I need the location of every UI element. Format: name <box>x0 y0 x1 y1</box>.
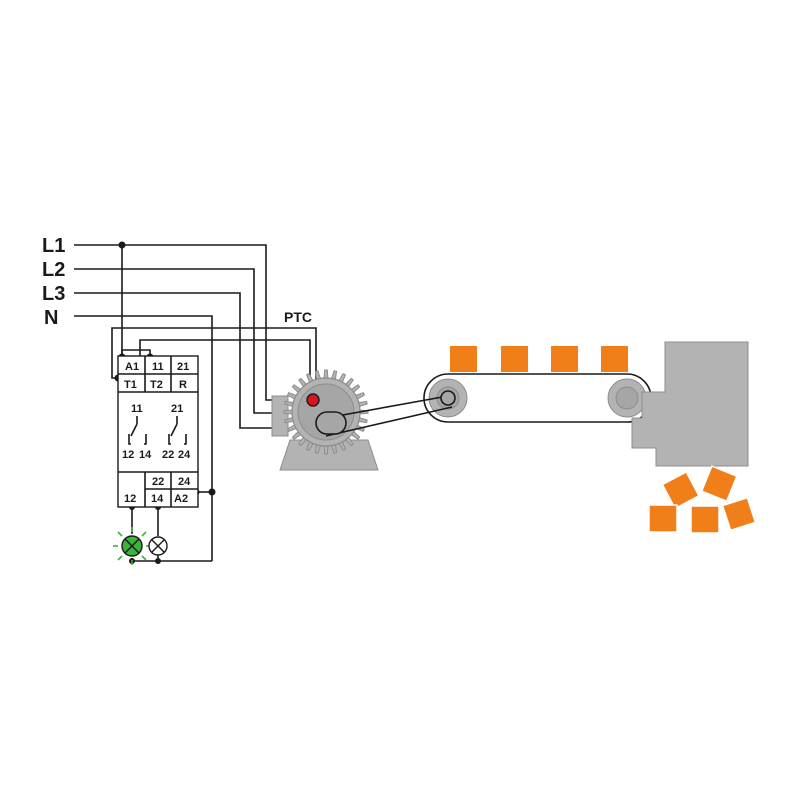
contact-24-label: 24 <box>178 449 191 461</box>
junction-dot <box>208 488 216 496</box>
bus-label-l1: L1 <box>42 235 65 257</box>
cargo-box <box>450 346 477 372</box>
ptc-label: PTC <box>284 309 312 325</box>
terminal-12-bottom: 12 <box>124 493 136 505</box>
wire-l3 <box>74 292 280 429</box>
changeover-contact-2 <box>168 416 187 445</box>
bus-label-l3: L3 <box>42 283 65 305</box>
terminal-22-bottom: 22 <box>152 476 164 488</box>
ptc-sensor-icon <box>306 393 320 407</box>
relay-housing <box>117 355 199 508</box>
cargo-box <box>721 496 757 532</box>
junction-dot <box>118 241 126 249</box>
conveyor-belt <box>315 373 652 437</box>
signal-lamp-off-icon <box>148 536 168 556</box>
terminal-14-bottom: 14 <box>151 493 164 505</box>
cargo-boxes <box>450 346 757 534</box>
wire-l2 <box>74 268 282 414</box>
cargo-box <box>501 346 528 372</box>
relay-module: A1 11 21 T1 T2 R 11 21 12 14 22 24 22 24… <box>117 355 199 508</box>
cargo-box <box>601 346 628 372</box>
junction-dot <box>155 558 161 564</box>
terminal-r: R <box>179 379 187 391</box>
terminal-t1: T1 <box>124 379 137 391</box>
contact-11-label: 11 <box>131 403 143 415</box>
contact-22-label: 22 <box>162 449 174 461</box>
cargo-box <box>551 346 578 372</box>
contact-14-label: 14 <box>139 449 152 461</box>
terminal-21-top: 21 <box>177 361 189 373</box>
changeover-contact-1 <box>128 416 147 445</box>
bus-label-n: N <box>44 307 58 329</box>
terminal-a1: A1 <box>125 361 139 373</box>
wire-t1-ptc <box>111 327 317 400</box>
terminal-11-top: 11 <box>152 361 164 373</box>
wire-n <box>74 315 213 561</box>
terminal-24-bottom: 24 <box>178 476 191 488</box>
contact-12-label: 12 <box>122 449 134 461</box>
cargo-box <box>648 504 678 533</box>
cargo-box <box>661 470 700 510</box>
hopper-chute <box>631 341 749 467</box>
cargo-box <box>690 505 720 534</box>
terminal-t2: T2 <box>150 379 163 391</box>
bus-lines: L1 L2 L3 N <box>42 235 282 561</box>
cargo-box <box>700 465 738 503</box>
terminal-a2: A2 <box>174 493 188 505</box>
bus-label-l2: L2 <box>42 259 65 281</box>
contact-21-label: 21 <box>171 403 183 415</box>
